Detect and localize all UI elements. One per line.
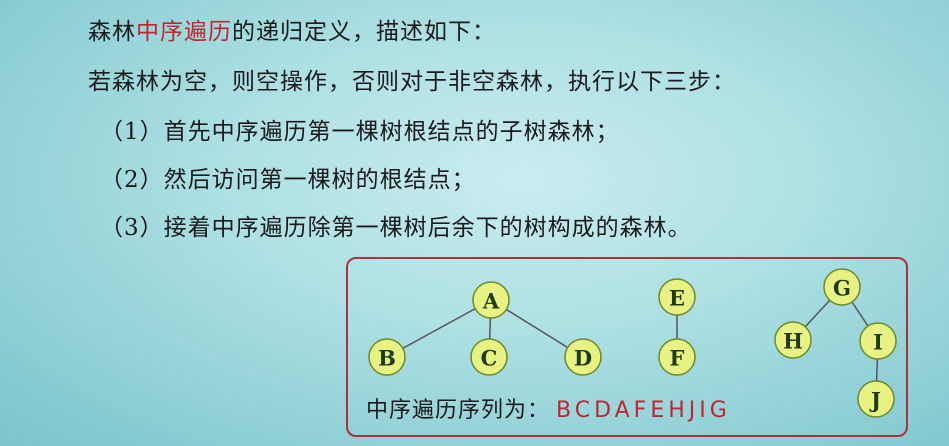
definition-heading: 森林中序遍历的递归定义，描述如下： <box>88 12 496 46</box>
node-circle <box>368 338 406 376</box>
example-frame <box>346 257 908 437</box>
node-circle <box>472 281 510 319</box>
node-circle <box>564 338 602 376</box>
node-circle <box>470 338 508 376</box>
node-circle <box>658 338 696 376</box>
node-i: I <box>859 322 897 360</box>
step-1: （1）首先中序遍历第一棵树根结点的子树森林； <box>100 119 620 145</box>
node-c: C <box>470 338 508 376</box>
sequence-label: 中序遍历序列为： <box>366 398 551 423</box>
node-f: F <box>658 338 696 376</box>
node-label: G <box>833 276 851 301</box>
node-label: E <box>669 286 685 311</box>
node-d: D <box>564 338 602 376</box>
heading-prefix: 森林 <box>88 19 136 45</box>
node-circle <box>658 278 696 316</box>
node-label: H <box>783 329 803 354</box>
node-label: D <box>574 346 592 371</box>
forest-nodes: A B C D E F G H I J <box>368 268 897 418</box>
node-a: A <box>472 281 510 319</box>
node-label: J <box>869 388 881 413</box>
node-circle <box>823 268 861 306</box>
node-b: B <box>368 338 406 376</box>
node-g: G <box>823 268 861 306</box>
node-h: H <box>774 321 812 359</box>
node-circle <box>774 321 812 359</box>
sequence-line: 中序遍历序列为：BCDAFEHJIG <box>366 392 731 424</box>
empty-case-line: 若森林为空，则空操作，否则对于非空森林，执行以下三步： <box>88 69 736 95</box>
node-e: E <box>658 278 696 316</box>
node-circle <box>859 322 897 360</box>
node-label: F <box>670 346 685 371</box>
step-3: （3）接着中序遍历除第一棵树后余下的树构成的森林。 <box>100 215 692 241</box>
sequence-value: BCDAFEHJIG <box>556 398 731 423</box>
edge-a-b <box>386 299 492 358</box>
node-label: C <box>481 346 498 371</box>
heading-suffix: 的递归定义，描述如下： <box>232 19 496 45</box>
node-circle <box>857 380 895 418</box>
node-j: J <box>857 380 895 418</box>
heading-highlight: 中序遍历 <box>136 19 232 45</box>
step-2: （2）然后访问第一棵树的根结点； <box>100 167 476 193</box>
node-label: A <box>482 289 500 314</box>
node-label: I <box>873 330 883 355</box>
node-label: B <box>378 346 396 371</box>
